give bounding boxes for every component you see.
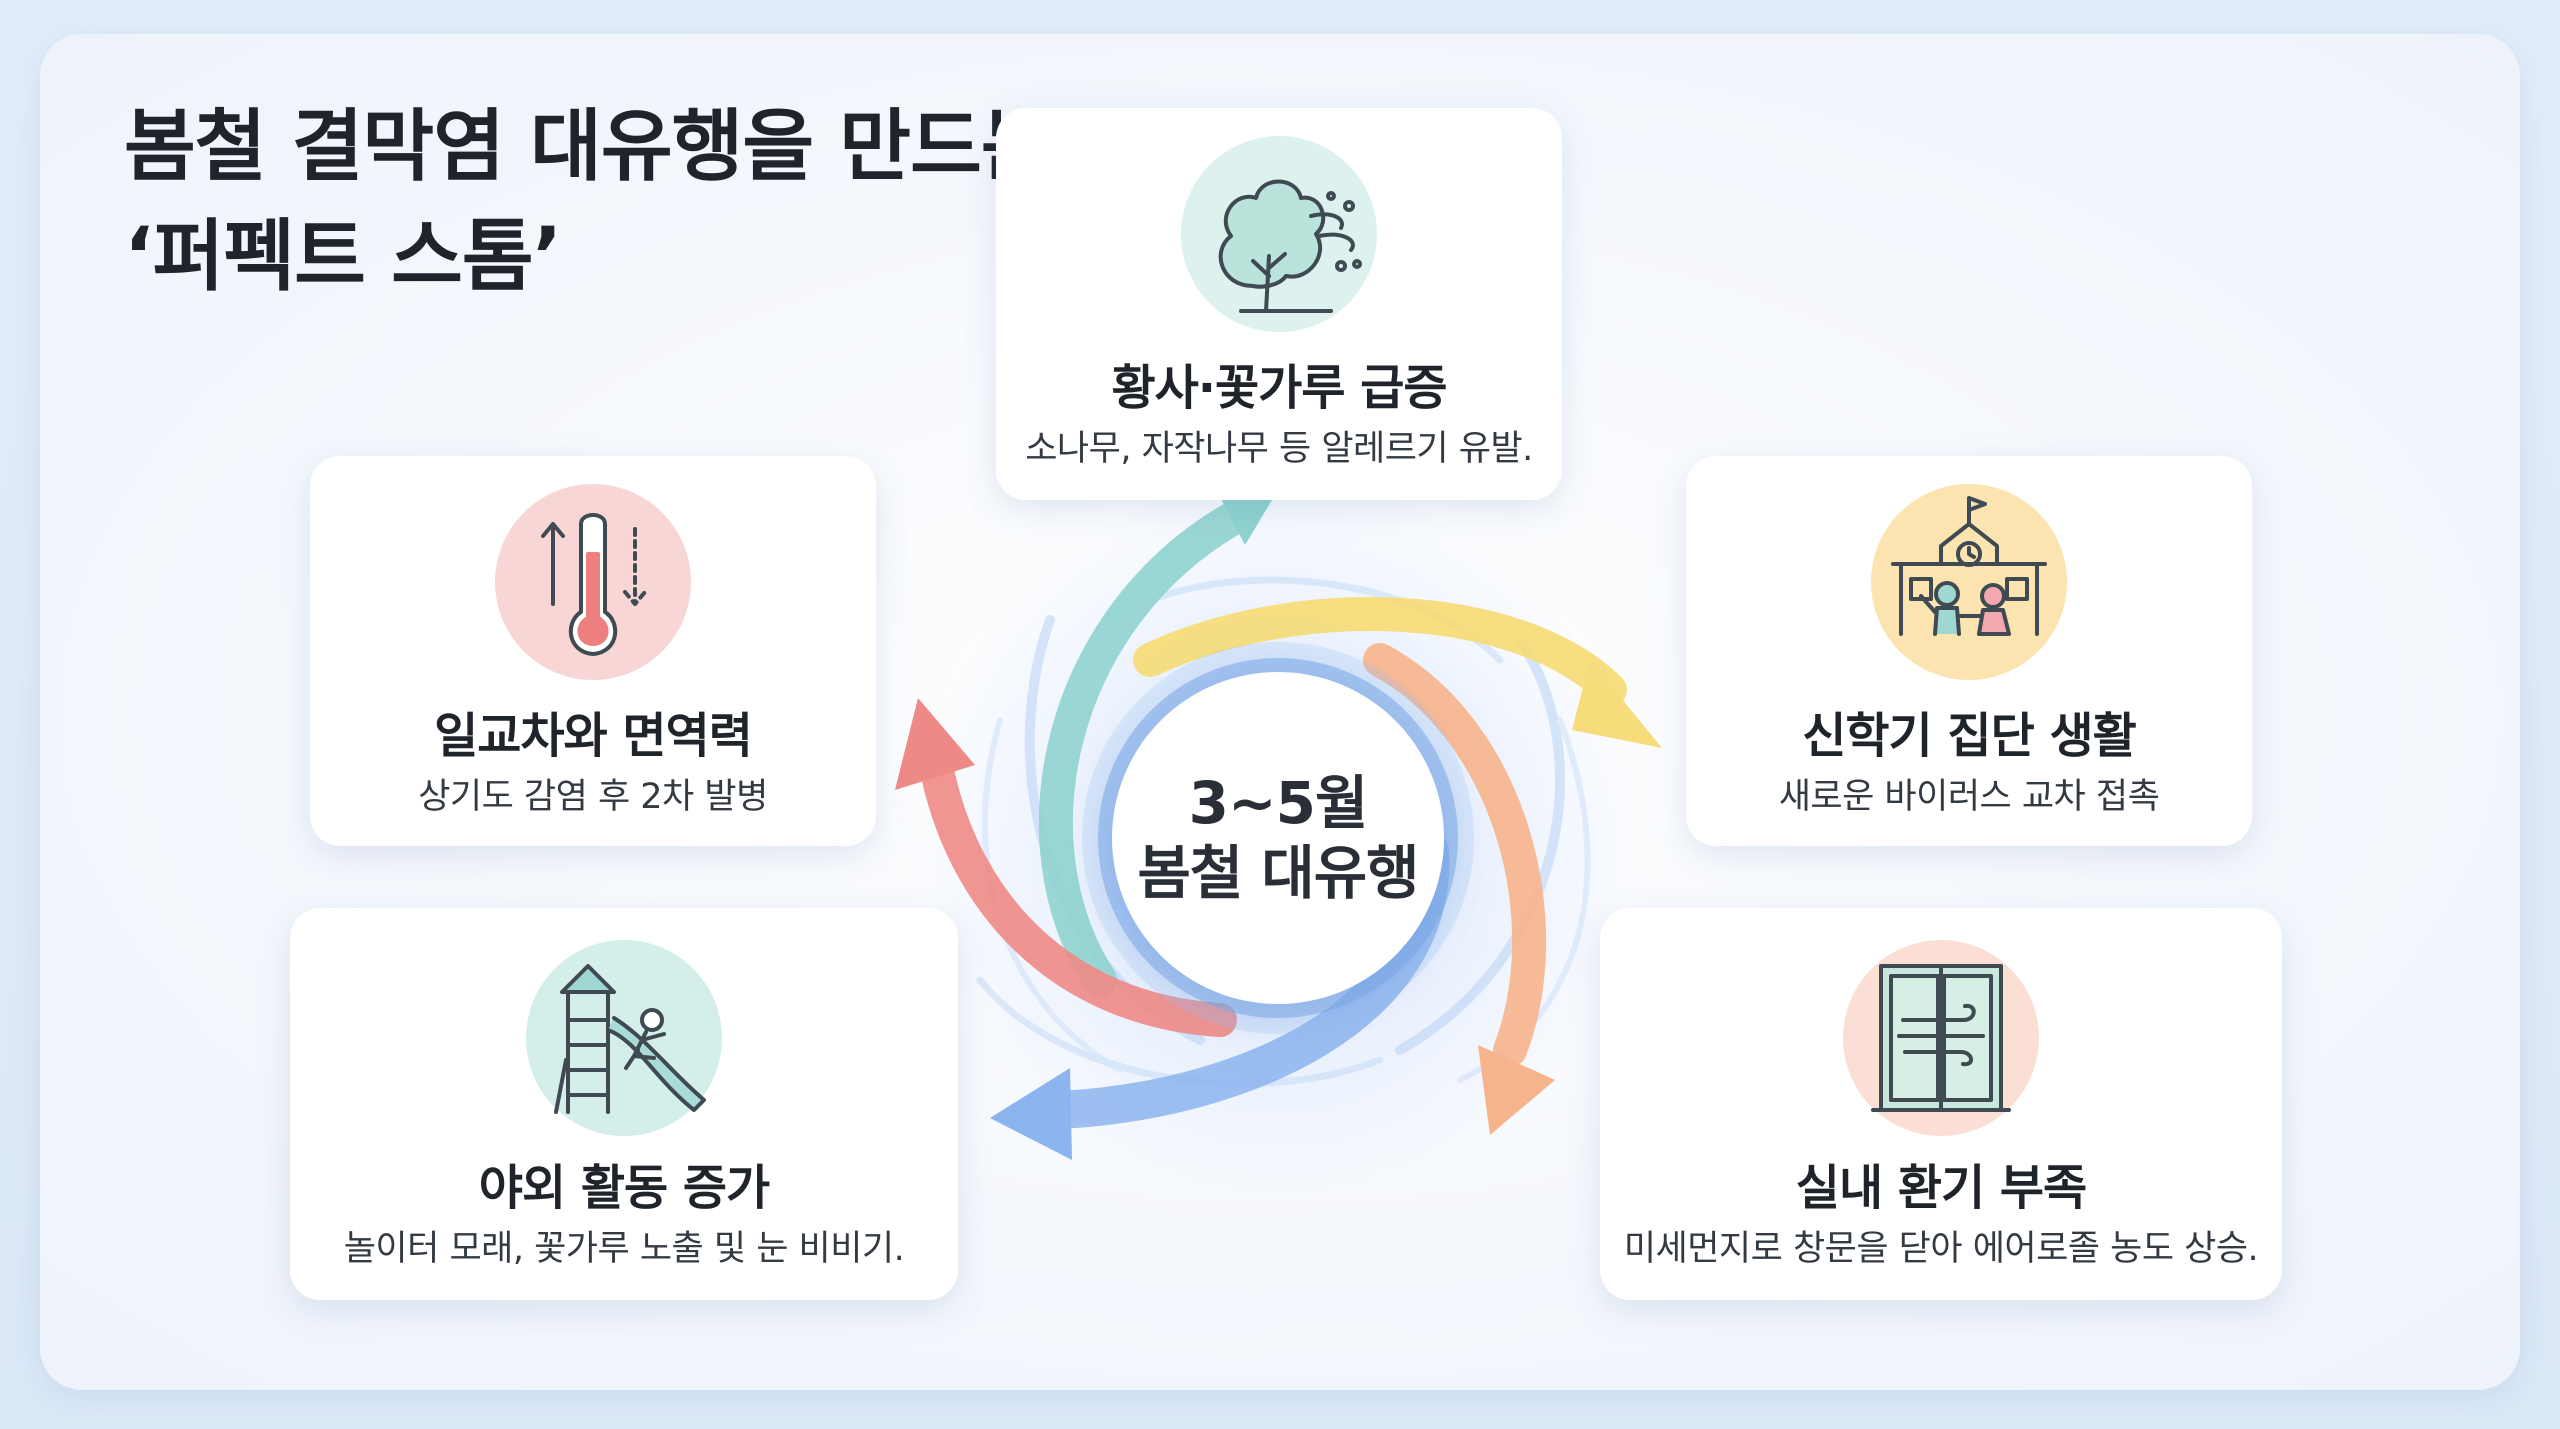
card-description: 소나무, 자작나무 등 알레르기 유발. [1025,429,1533,469]
card-title: 일교차와 면역력 [434,708,753,764]
thermometer-icon [495,484,691,680]
card-yellow-dust-pollen: 황사·꽃가루 급증 소나무, 자작나무 등 알레르기 유발. [996,108,1562,500]
hub-period: 3~5월 [1188,769,1369,837]
card-temperature-immunity: 일교차와 면역력 상기도 감염 후 2차 발병 [310,456,876,846]
arrow-red [895,698,1237,1037]
page-title: 봄철 결막염 대유행을 만드는 ‘퍼펙트 스톰’ [124,92,1053,312]
title-line-2: ‘퍼펙트 스톰’ [124,212,562,302]
card-title: 야외 활동 증가 [478,1160,770,1216]
school-children-icon [1871,484,2067,680]
card-title: 신학기 집단 생활 [1802,708,2137,764]
playground-slide-icon [526,940,722,1136]
arrow-orange [1363,643,1555,1135]
card-description: 새로운 바이러스 교차 접촉 [1778,777,2160,817]
hub-label: 봄철 대유행 [1137,839,1420,907]
closed-window-icon [1843,940,2039,1136]
title-line-1: 봄철 결막염 대유행을 만드는 [124,102,1053,192]
card-description: 상기도 감염 후 2차 발병 [418,777,768,817]
card-new-semester-group-life: 신학기 집단 생활 새로운 바이러스 교차 접촉 [1686,456,2252,846]
arrow-yellow [1133,597,1662,748]
card-description: 놀이터 모래, 꽃가루 노출 및 눈 비비기. [343,1229,905,1269]
card-description: 미세먼지로 창문을 닫아 에어로졸 농도 상승. [1623,1229,2259,1269]
center-hub: 3~5월 봄철 대유행 [1112,672,1444,1004]
card-title: 실내 환기 부족 [1795,1160,2087,1216]
tree-wind-icon [1181,136,1377,332]
card-outdoor-activity: 야외 활동 증가 놀이터 모래, 꽃가루 노출 및 눈 비비기. [290,908,958,1300]
card-title: 황사·꽃가루 급증 [1111,360,1447,416]
card-poor-indoor-ventilation: 실내 환기 부족 미세먼지로 창문을 닫아 에어로졸 농도 상승. [1600,908,2282,1300]
